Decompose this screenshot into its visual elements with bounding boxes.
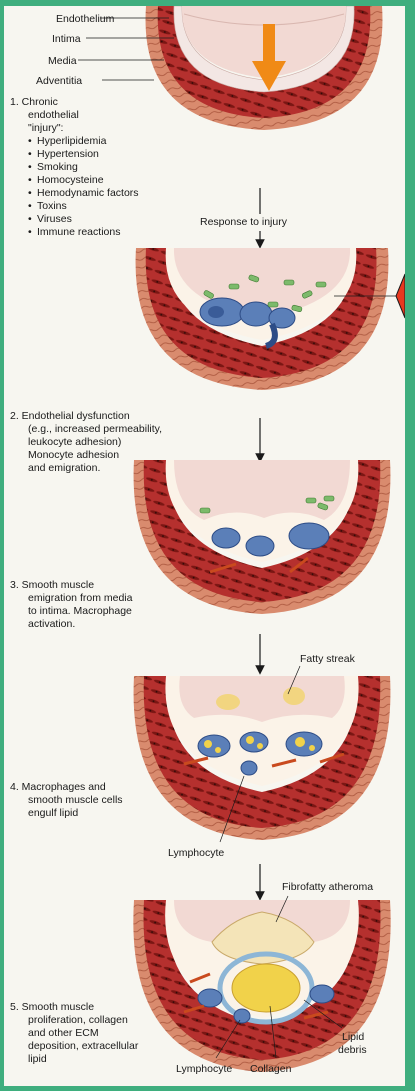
stage1-title-line: "injury":: [28, 122, 63, 134]
fibrofatty-atheroma-label: Fibrofatty atheroma: [282, 881, 373, 893]
stage5-line: 5. Smooth muscle: [10, 1001, 94, 1013]
stage2-line: 2. Endothelial dysfunction: [10, 410, 130, 422]
stage5-text: 5. Smooth muscle proliferation, collagen…: [10, 1001, 139, 1065]
lipid-debris-label: debris: [338, 1044, 367, 1056]
label-media: Media: [48, 55, 77, 67]
bullet: •: [28, 161, 32, 173]
label-intima: Intima: [52, 33, 81, 45]
cause-item: Homocysteine: [37, 174, 104, 186]
label-adventitia: Adventitia: [36, 75, 82, 87]
stage3-line: emigration from media: [28, 592, 133, 604]
bullet: •: [28, 148, 32, 160]
stage4-line: engulf lipid: [28, 807, 78, 819]
cause-item: Hypertension: [37, 148, 99, 160]
stage2-line: Monocyte adhesion: [28, 449, 119, 461]
causes-list: • Hyperlipidemia • Hypertension • Smokin…: [28, 135, 139, 238]
bullet: •: [28, 135, 32, 147]
stage5-line: proliferation, collagen: [28, 1014, 128, 1026]
figure-panel: Endothelium Intima Media Adventitia 1. C…: [4, 6, 405, 1086]
label-endothelium: Endothelium: [56, 13, 115, 25]
fatty-streak-label: Fatty streak: [300, 653, 356, 665]
stage2-line: (e.g., increased permeability,: [28, 423, 162, 435]
vessel-stage-4: [134, 676, 391, 840]
response-to-injury-label: Response to injury: [200, 216, 288, 228]
stage3-line: 3. Smooth muscle: [10, 579, 94, 591]
injury-arrow-icon: [263, 24, 275, 64]
cause-item: Smoking: [37, 161, 78, 173]
bullet: •: [28, 187, 32, 199]
stage3-line: to intima. Macrophage: [28, 605, 132, 617]
lymphocyte-label: Lymphocyte: [168, 847, 224, 859]
stage3-text: 3. Smooth muscle emigration from media t…: [10, 579, 133, 630]
atherosclerosis-diagram: Endothelium Intima Media Adventitia 1. C…: [4, 6, 405, 1086]
stage3-line: activation.: [28, 618, 75, 630]
bullet: •: [28, 174, 32, 186]
stage5-line: deposition, extracellular: [28, 1040, 139, 1052]
lipid-debris-label: Lipid: [342, 1031, 364, 1043]
stage1-title-line: 1. Chronic: [10, 96, 58, 108]
stage1-text: 1. Chronic endothelial "injury": • Hyper…: [10, 96, 139, 238]
cause-item: Toxins: [37, 200, 67, 212]
cause-item: Hyperlipidemia: [37, 135, 107, 147]
vessel-stage-1: [146, 6, 383, 130]
bullet: •: [28, 213, 32, 225]
cause-item: Viruses: [37, 213, 72, 225]
cause-item: Hemodynamic factors: [37, 187, 139, 199]
stage2-line: and emigration.: [28, 462, 100, 474]
vessel-stage-2: [136, 248, 389, 390]
stage5-line: lipid: [28, 1053, 47, 1065]
stage5-line: and other ECM: [28, 1027, 99, 1039]
bullet: •: [28, 200, 32, 212]
stage4-line: 4. Macrophages and: [10, 781, 106, 793]
stage1-title-line: endothelial: [28, 109, 79, 121]
stage4-line: smooth muscle cells: [28, 794, 123, 806]
vessel-stage-3: [134, 460, 391, 614]
stage4-text: 4. Macrophages and smooth muscle cells e…: [10, 781, 123, 819]
stage2-line: leukocyte adhesion): [28, 436, 121, 448]
cause-item: Immune reactions: [37, 226, 120, 238]
bullet: •: [28, 226, 32, 238]
lymphocyte-label: Lymphocyte: [176, 1063, 232, 1075]
collagen-label: Collagen: [250, 1063, 292, 1075]
